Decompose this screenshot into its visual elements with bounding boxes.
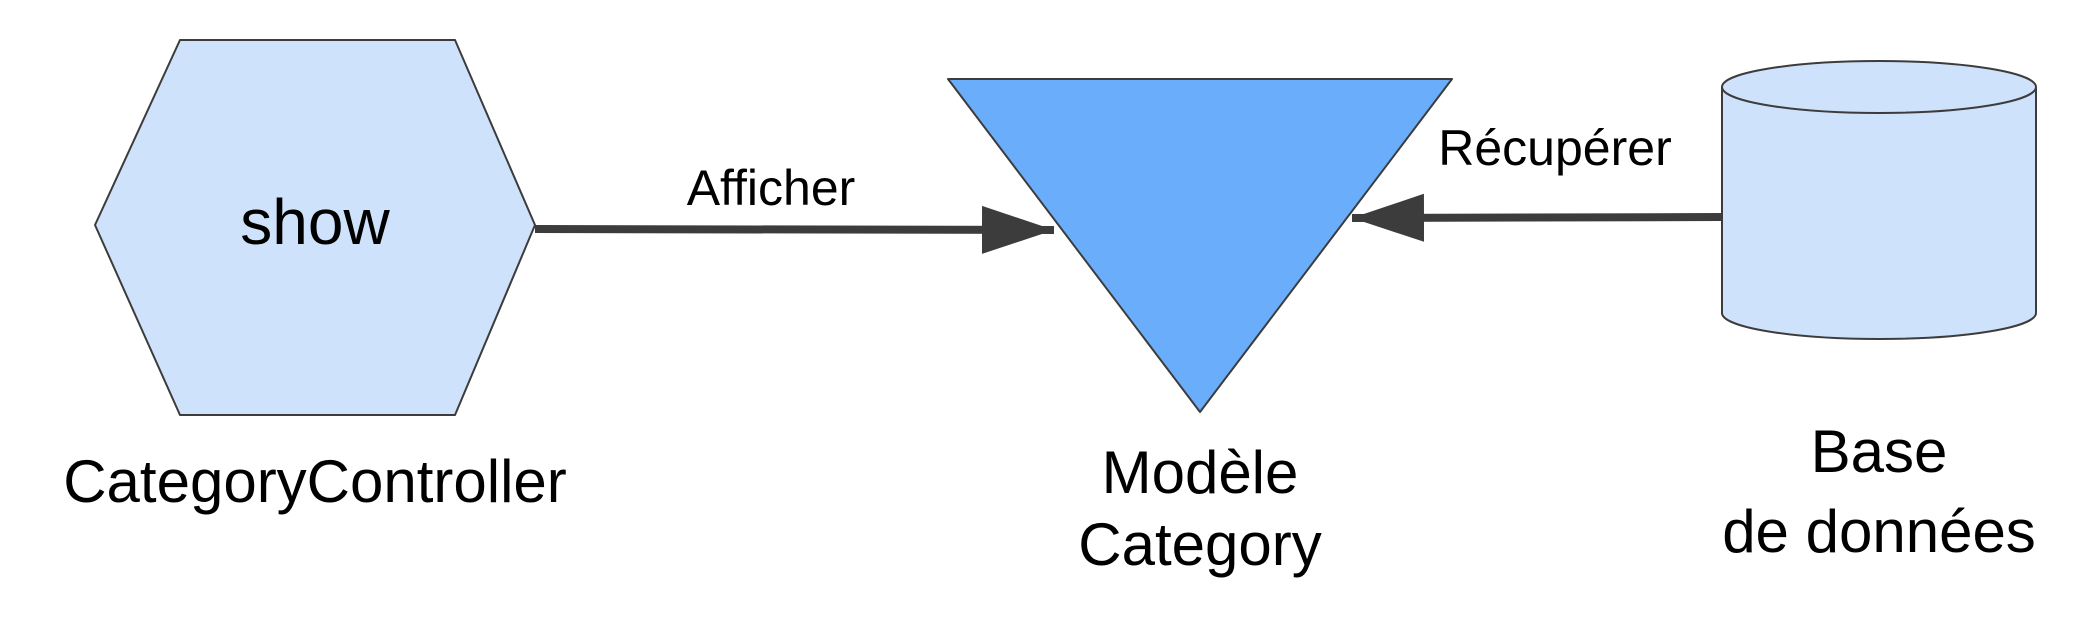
database-label-line1: Base: [1811, 418, 1948, 485]
retrieve-arrow-label: Récupérer: [1438, 120, 1671, 176]
model-label-line2: Category: [1078, 511, 1321, 578]
controller-method-label: show: [240, 186, 390, 258]
database-label-line2: de données: [1722, 498, 2036, 565]
retrieve-arrow: [1351, 193, 1723, 242]
display-arrow: [534, 205, 1055, 254]
model-triangle: [947, 78, 1453, 413]
database-cylinder: [1721, 60, 2037, 340]
controller-hexagon: [94, 39, 536, 416]
display-arrow-label: Afficher: [687, 160, 856, 216]
controller-name-label: CategoryController: [63, 448, 567, 515]
model-label-line1: Modèle: [1102, 439, 1299, 506]
